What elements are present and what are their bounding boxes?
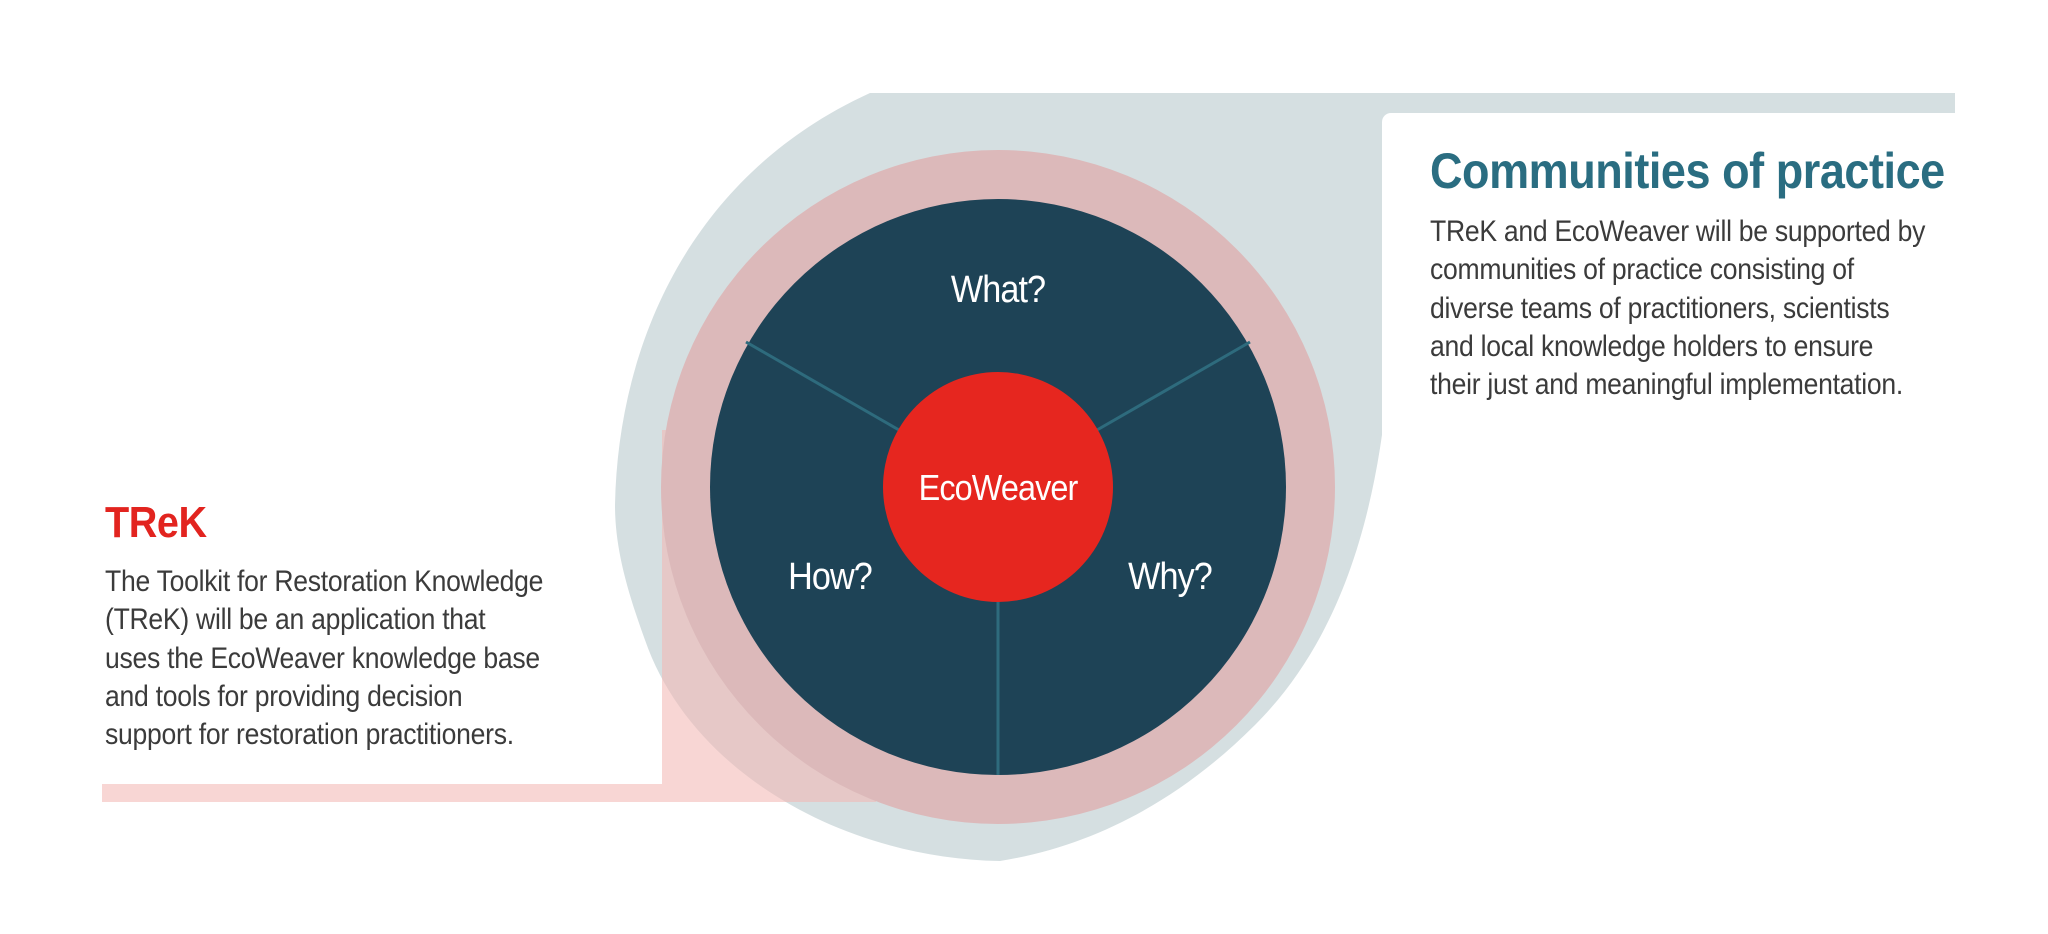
trek-description-line: (TReK) will be an application that bbox=[105, 603, 486, 637]
segment-label-how: How? bbox=[788, 556, 873, 598]
segment-label-what: What? bbox=[950, 269, 1046, 311]
right-panel-background bbox=[1382, 113, 2048, 934]
trek-description-line: support for restoration practitioners. bbox=[105, 718, 514, 752]
trek-description-line: and tools for providing decision bbox=[105, 679, 463, 713]
communities-description-line: communities of practice consisting of bbox=[1430, 253, 1854, 287]
communities-title: Communities of practice bbox=[1430, 143, 1945, 199]
communities-description: TReK and EcoWeaver will be supported by … bbox=[1430, 213, 1925, 404]
communities-description-line: TReK and EcoWeaver will be supported by bbox=[1430, 215, 1926, 248]
communities-description-line: their just and meaningful implementation… bbox=[1430, 368, 1904, 402]
segment-label-why: Why? bbox=[1128, 556, 1213, 598]
trek-title: TReK bbox=[105, 498, 207, 547]
center-circle bbox=[883, 372, 1113, 602]
trek-description: The Toolkit for Restoration Knowledge (T… bbox=[105, 563, 543, 754]
trek-description-line: The Toolkit for Restoration Knowledge bbox=[105, 565, 544, 598]
trek-description-line: uses the EcoWeaver knowledge base bbox=[105, 641, 540, 675]
center-circle-label: EcoWeaver bbox=[918, 467, 1079, 508]
communities-description-line: diverse teams of practitioners, scientis… bbox=[1430, 291, 1890, 325]
divider-line-upper-right bbox=[1096, 340, 1251, 432]
divider-line-upper-left bbox=[745, 340, 900, 432]
communities-description-line: and local knowledge holders to ensure bbox=[1430, 329, 1874, 363]
